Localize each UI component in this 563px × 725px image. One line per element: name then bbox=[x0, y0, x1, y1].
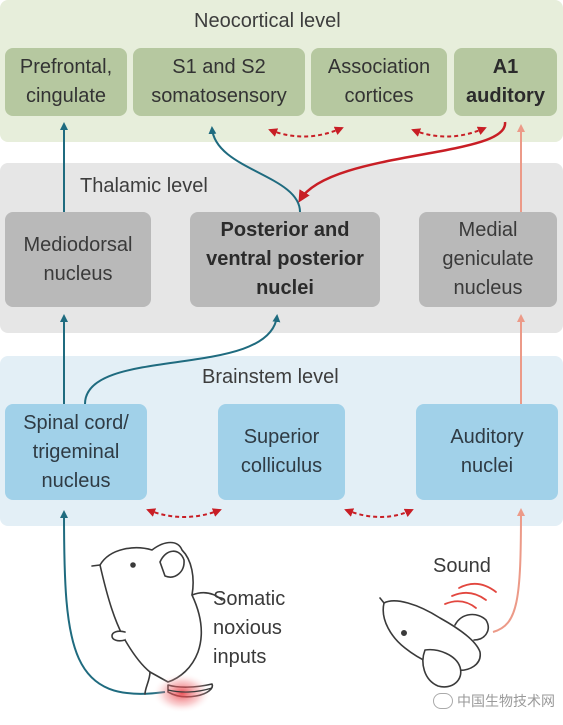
link-association-a1 bbox=[411, 126, 487, 138]
a1-auditory-box: A1 auditory bbox=[454, 48, 557, 116]
sound-label: Sound bbox=[433, 555, 491, 577]
somatic-mouse-illustration bbox=[91, 541, 223, 698]
link-colliculus-auditory bbox=[344, 508, 414, 518]
reciprocal-dashed-links bbox=[146, 126, 487, 518]
watermark: 中国生物技术网 bbox=[433, 691, 555, 711]
s1-s2-somatosensory-box: S1 and S2 somatosensory bbox=[133, 48, 305, 116]
link-s1s2-association bbox=[268, 126, 344, 138]
auditory-pathway-arrows bbox=[492, 124, 525, 633]
somatic-noxious-inputs-label: Somatic noxious inputs bbox=[213, 588, 286, 668]
prefrontal-cingulate-box: Prefrontal, cingulate bbox=[5, 48, 127, 116]
arrow-a1-to-posterior-nuclei bbox=[298, 121, 507, 203]
arrow-spinal-to-posterior bbox=[84, 314, 281, 405]
posterior-ventral-posterior-nuclei-box: Posterior and ventral posterior nuclei bbox=[190, 212, 380, 307]
spinal-cord-trigeminal-nucleus-box: Spinal cord/ trigeminal nucleus bbox=[5, 404, 147, 500]
watermark-text: 中国生物技术网 bbox=[457, 693, 555, 709]
sound-waves-icon bbox=[444, 582, 497, 609]
noxious-stimulus-glow bbox=[152, 673, 212, 713]
listening-mouse-illustration bbox=[379, 597, 489, 688]
arrow-posterior-to-s1s2 bbox=[208, 126, 301, 213]
somatosensory-pathway-arrows bbox=[60, 122, 301, 695]
superior-colliculus-box: Superior colliculus bbox=[218, 404, 345, 500]
medial-geniculate-nucleus-box: Medial geniculate nucleus bbox=[419, 212, 557, 307]
arrow-sound-to-auditory-nuclei bbox=[492, 508, 525, 633]
auditory-nuclei-box: Auditory nuclei bbox=[416, 404, 558, 500]
link-spinal-colliculus bbox=[146, 508, 222, 518]
thalamic-level-title: Thalamic level bbox=[80, 175, 208, 197]
association-cortices-box: Association cortices bbox=[311, 48, 447, 116]
arrow-somatic-input-to-spinal bbox=[60, 510, 166, 695]
wechat-icon bbox=[433, 693, 453, 709]
brainstem-level-title: Brainstem level bbox=[202, 366, 339, 388]
neocortical-level-title: Neocortical level bbox=[194, 10, 341, 32]
mediodorsal-nucleus-box: Mediodorsal nucleus bbox=[5, 212, 151, 307]
